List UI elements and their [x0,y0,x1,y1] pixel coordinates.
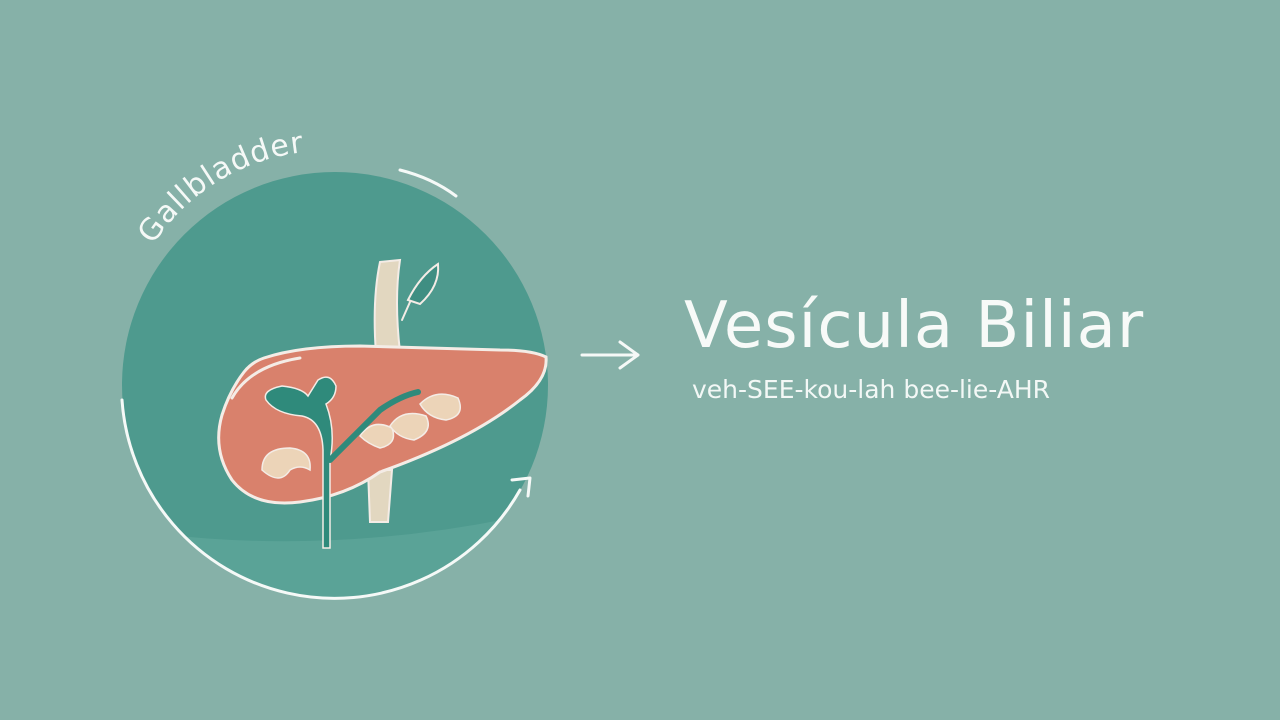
term-title: Vesícula Biliar [684,289,1145,363]
bile-tube [366,258,440,523]
bile-duct [264,376,421,549]
organ-highlight [230,356,302,400]
label-accent-stroke [398,168,458,198]
right-arrow-icon [580,340,640,370]
organ-swirls [261,393,461,479]
circular-arrow-icon [120,398,532,600]
term-pronunciation: veh-SEE-kou-lah bee-lie-AHR [692,375,1050,404]
